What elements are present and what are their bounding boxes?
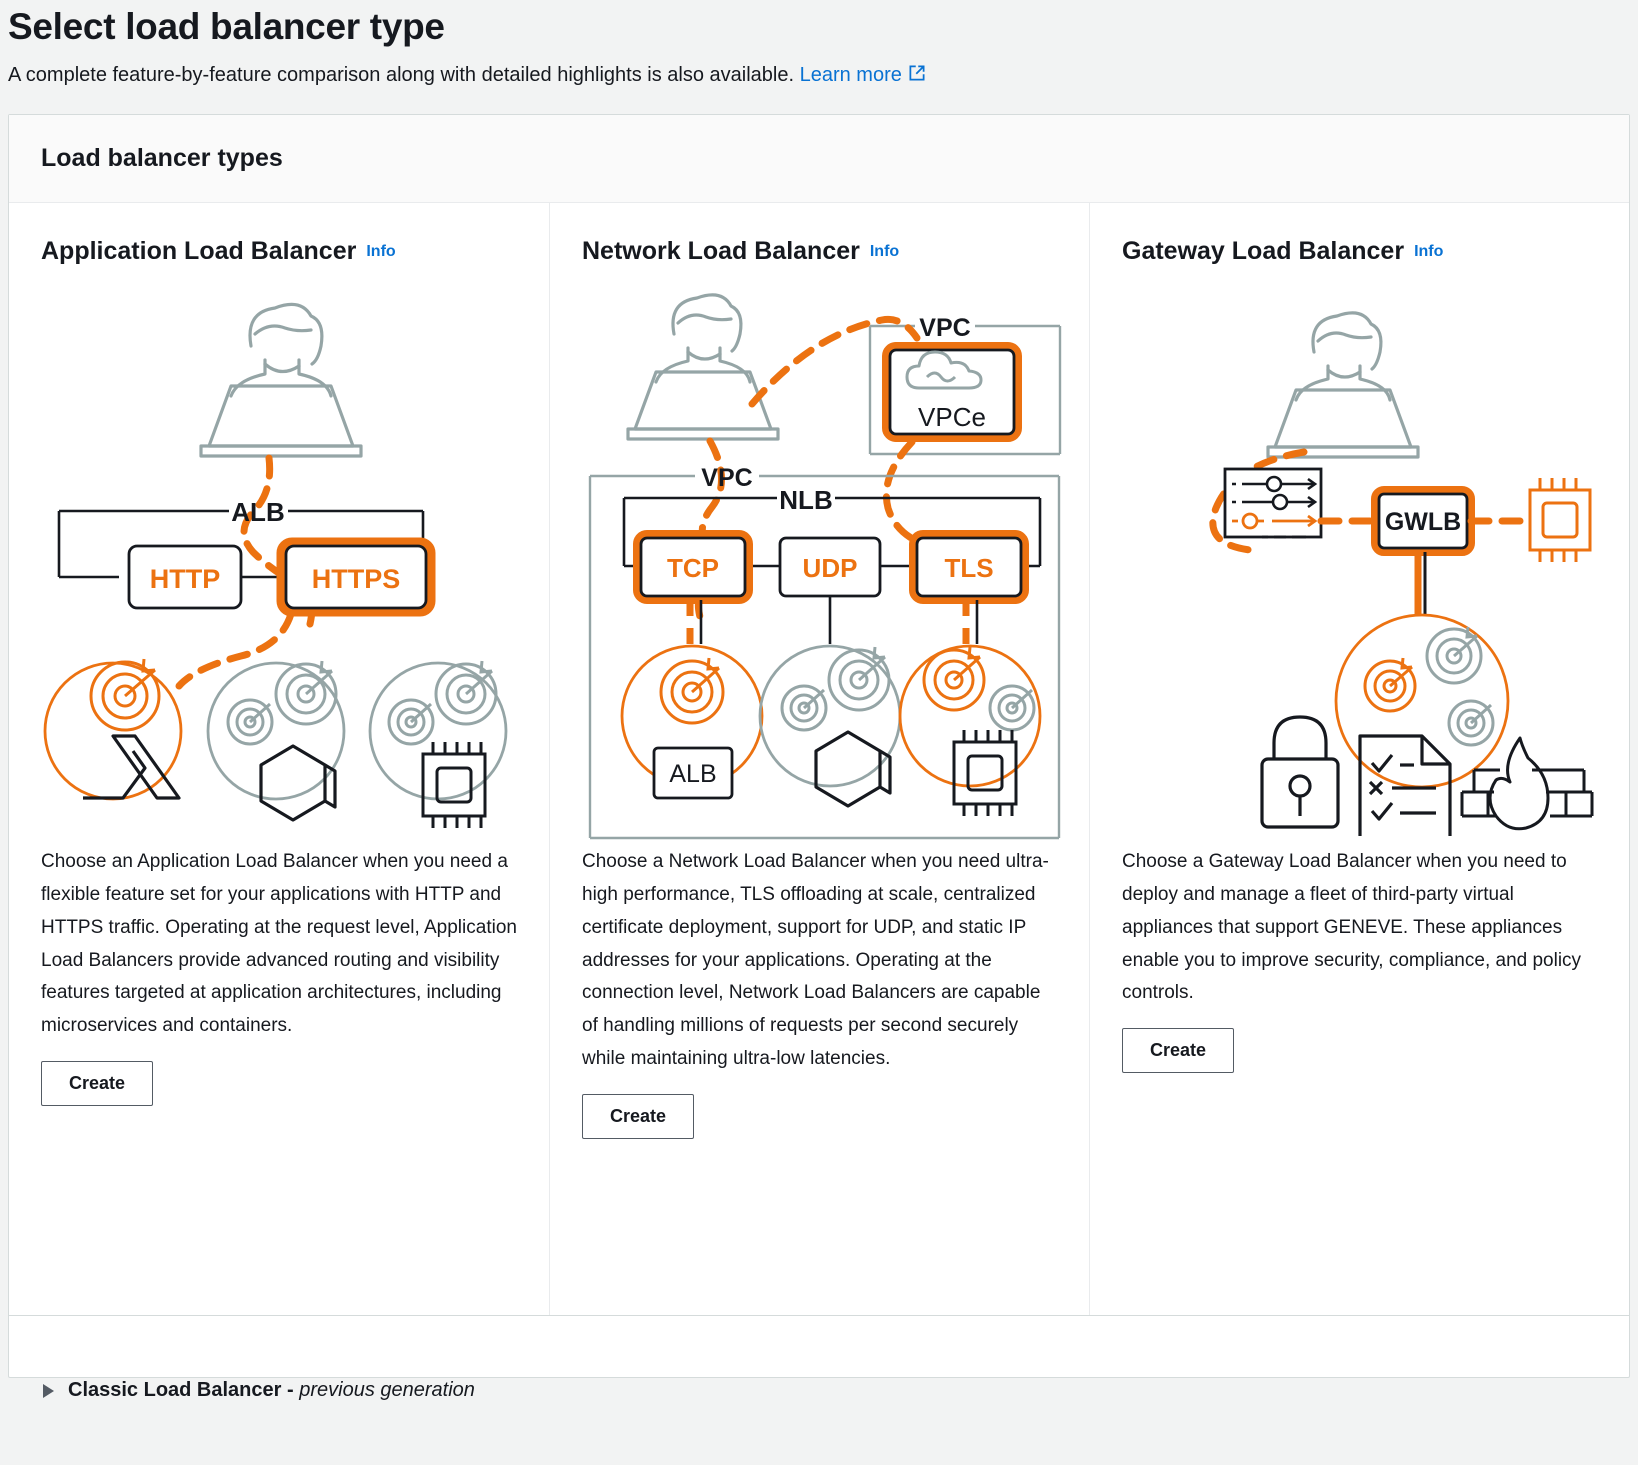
lock-icon [1260, 715, 1340, 829]
page-subtitle: A complete feature-by-feature comparison… [8, 62, 1638, 90]
gwlb-create-button[interactable]: Create [1122, 1028, 1235, 1074]
nlb-diagram: VPC VPCe [582, 276, 1062, 846]
svg-text:HTTP: HTTP [150, 564, 221, 594]
alb-flow-https-to-target [175, 610, 295, 690]
nlb-description: Choose a Network Load Balancer when you … [582, 851, 1049, 1070]
load-balancer-columns: Application Load Balancer Info [9, 203, 1629, 1315]
alb-diagram: ALB HTTP HTTPS [41, 276, 517, 846]
nlb-group-bracket [622, 496, 1042, 568]
alb-protocol-https: HTTPS [276, 537, 436, 617]
page-header: Select load balancer type A complete fea… [0, 0, 1638, 90]
user-laptop-icon [626, 293, 780, 441]
nlb-protocol-tls: TLS [909, 530, 1029, 604]
alb-target-lambda [43, 658, 183, 801]
nlb-target-container [758, 644, 902, 808]
alb-create-button[interactable]: Create [41, 1061, 154, 1107]
nlb-flow-client-to-vpce [748, 315, 921, 408]
gwlb-title-row: Gateway Load Balancer Info [1122, 237, 1597, 266]
svg-text:GWLB: GWLB [1385, 508, 1461, 536]
nlb-title-row: Network Load Balancer Info [582, 237, 1057, 266]
gwlb-box: GWLB [1371, 486, 1475, 556]
column-network-load-balancer: Network Load Balancer Info [549, 203, 1089, 1315]
alb-title: Application Load Balancer [41, 237, 357, 265]
svg-text:TCP: TCP [667, 553, 719, 583]
column-gateway-load-balancer: Gateway Load Balancer Info [1089, 203, 1629, 1315]
gwlb-description: Choose a Gateway Load Balancer when you … [1122, 851, 1582, 1004]
route-table-icon [1223, 467, 1323, 539]
alb-description: Choose an Application Load Balancer when… [41, 851, 517, 1037]
gwlb-diagram: GWLB [1122, 276, 1597, 846]
nlb-title: Network Load Balancer [582, 237, 860, 265]
alb-title-row: Application Load Balancer Info [41, 237, 517, 266]
svg-text:VPCe: VPCe [918, 402, 986, 432]
column-application-load-balancer: Application Load Balancer Info [9, 203, 549, 1315]
svg-text:ALB: ALB [669, 760, 716, 788]
alb-target-instance [368, 660, 508, 828]
nlb-info-link[interactable]: Info [869, 243, 900, 260]
compliance-doc-icon [1358, 734, 1452, 836]
learn-more-link[interactable]: Learn more [799, 64, 902, 86]
alb-target-container [206, 660, 346, 822]
nlb-vpc-label: VPC [701, 464, 752, 492]
card-header: Load balancer types [9, 115, 1629, 203]
svg-text:TLS: TLS [944, 553, 993, 583]
classic-load-balancer-expand-toggle[interactable]: Classic Load Balancer - previous generat… [43, 1379, 475, 1402]
classic-load-balancer-label: Classic Load Balancer - previous generat… [68, 1379, 475, 1402]
caret-right-icon[interactable] [43, 1383, 54, 1398]
gwlb-title: Gateway Load Balancer [1122, 237, 1405, 265]
nlb-vpc-box [588, 474, 1061, 840]
svg-text:HTTPS: HTTPS [312, 564, 401, 594]
nlb-group-label: NLB [779, 485, 832, 515]
card-header-title: Load balancer types [41, 144, 283, 172]
firewall-icon [1460, 736, 1594, 831]
instance-icon [1528, 478, 1592, 562]
nlb-target-alb: ALB [620, 644, 764, 800]
classic-label-italic: previous generation [299, 1379, 475, 1401]
gwlb-target-group [1334, 613, 1510, 789]
user-laptop-icon [1266, 311, 1420, 459]
alb-group-label: ALB [231, 497, 284, 527]
page-title: Select load balancer type [8, 6, 445, 47]
nlb-vpce-box: VPCe [882, 342, 1022, 442]
nlb-protocol-tcp: TCP [633, 530, 753, 604]
page-subtitle-text: A complete feature-by-feature comparison… [8, 64, 795, 86]
nlb-target-instance [898, 644, 1042, 816]
classic-label-main: Classic Load Balancer - [68, 1379, 294, 1401]
nlb-protocol-udp: UDP [778, 536, 882, 598]
load-balancer-types-card: Load balancer types Application Load Bal… [8, 114, 1630, 1401]
svg-text:UDP: UDP [803, 553, 858, 583]
alb-info-link[interactable]: Info [366, 243, 396, 260]
gwlb-flow-client-to-routetable [1209, 448, 1308, 554]
gwlb-info-link[interactable]: Info [1414, 243, 1444, 260]
nlb-create-button[interactable]: Create [582, 1094, 695, 1140]
nlb-vpce-vpc-label: VPC [919, 314, 970, 342]
classic-load-balancer-section: Classic Load Balancer - previous generat… [9, 1315, 1629, 1465]
user-laptop-icon [199, 302, 363, 458]
alb-protocol-http: HTTP [127, 544, 243, 610]
external-link-icon[interactable] [907, 63, 927, 90]
